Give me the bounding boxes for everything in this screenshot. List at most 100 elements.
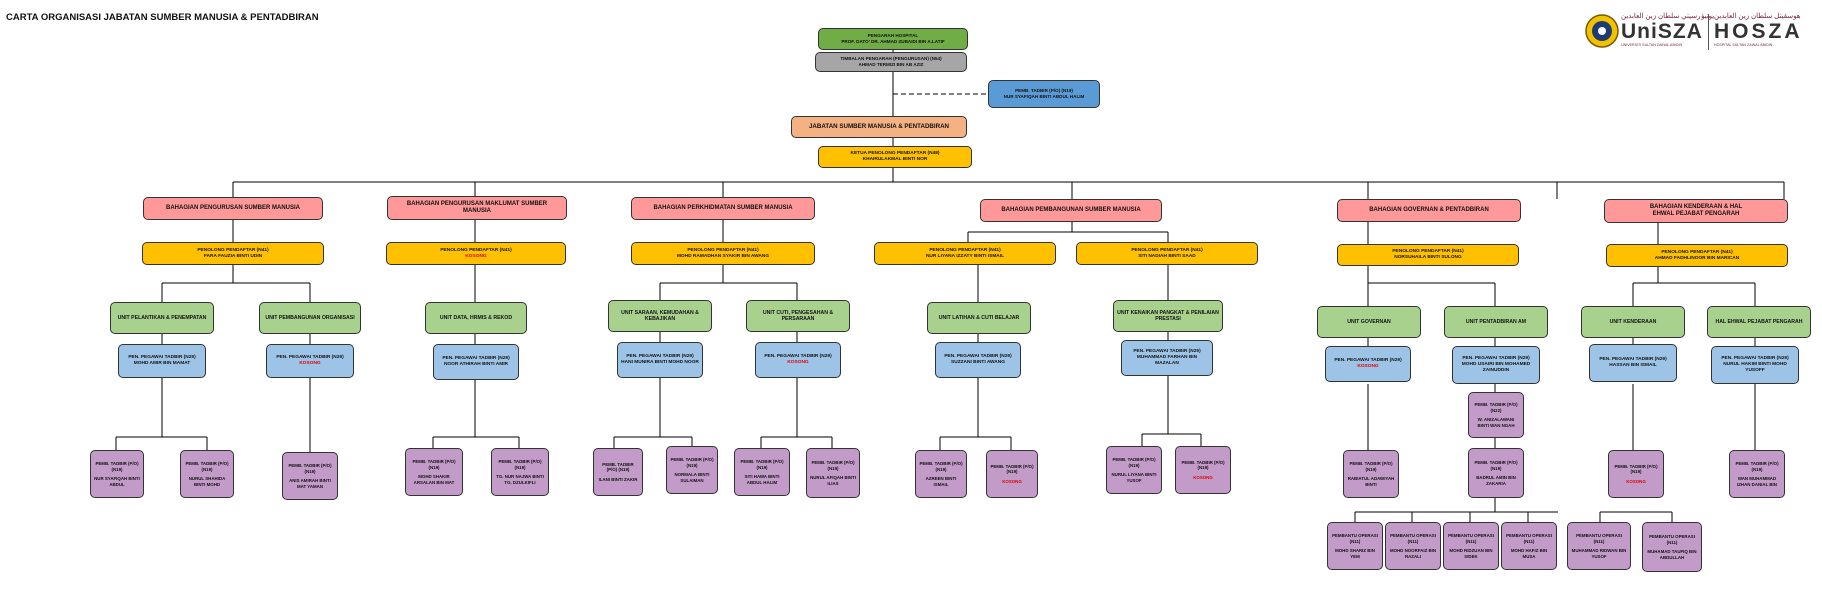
- unit-box: UNIT PEMBANGUNAN ORGANISASI: [259, 302, 361, 334]
- operator-role: PEMBANTU OPERASI (N11): [1332, 533, 1378, 544]
- pt-role: PEN. PEGAWAI TADBIR (N29): [1334, 358, 1402, 364]
- operator-role: PEMBANTU OPERASI (N11): [1506, 533, 1552, 544]
- unit-name: UNIT CUTI, PENGESAHAN & PERSARAAN: [762, 309, 834, 323]
- officer-name: SITI NADIAH BINTI SAAD: [1138, 253, 1196, 259]
- pt-box: PEN. PEGAWAI TADBIR (N29) MOHD AMIR BIN …: [118, 344, 206, 378]
- staff-box: PEMB. TADBIR (P/O) (N19) NUR SYAFIQAH BI…: [90, 450, 144, 498]
- staff-role: PEMB. TADBIR (P/O) (N19): [602, 461, 634, 473]
- pt-role: PEN. PEGAWAI TADBIR (N29): [442, 356, 510, 362]
- unit-name: HAL EHWAL PEJABAT PENGARAH: [1715, 318, 1803, 325]
- staff-role: PEMB. TADBIR (P/O) (N19): [288, 463, 332, 474]
- pt-name-vacant: KOSONG: [787, 360, 809, 365]
- staff-box: PEMB. TADBIR (P/O) (N19) RABIATUL ADAWIY…: [1343, 450, 1399, 498]
- staff-box: PEMB. TADBIR (P/O) (N19) KOSONG: [1608, 450, 1664, 498]
- staff-box: PEMB. TADBIR (P/O) (N19) SITI HAWA BINTI…: [734, 448, 790, 496]
- operator-box: PEMBANTU OPERASI (N11) MOHD SHARIZ BIN Y…: [1327, 522, 1383, 570]
- staff-box: PEMB. TADBIR (P/O) (N19) ANIS AMIRAH BIN…: [282, 452, 338, 500]
- officer-role: PENOLONG PENDAFTAR (N41): [1661, 249, 1733, 255]
- officer-name: FARA FAUZIA BINTI UDIN: [203, 253, 263, 259]
- unit-box: UNIT SARAAN, KEMUDAHAN & KEBAJIKAN: [608, 300, 712, 332]
- division-name: BAHAGIAN PEMBANGUNAN SUMBER MANUSIA: [1001, 206, 1141, 213]
- pt-role: PEN. PEGAWAI TADBIR (N29): [1721, 356, 1789, 362]
- staff-box: PEMB. TADBIR (P/O) (N22) W. ANIZALAWANI …: [1468, 392, 1524, 438]
- pt-name: NOOR ATHIRAH BINTI AMIR: [443, 362, 509, 367]
- officer-box: PENOLONG PENDAFTAR (N41) NORSUHAILA BINT…: [1337, 244, 1519, 266]
- staff-role: PEMB. TADBIR (P/O) (N19): [1735, 461, 1779, 472]
- director-role: PENGARAH HOSPITAL: [867, 33, 919, 39]
- operator-box: PEMBANTU OPERASI (N11) MUHAMMAD RIDWAN B…: [1567, 522, 1631, 570]
- division-box: BAHAGIAN KENDERAAN & HAL EHWAL PEJABAT P…: [1604, 199, 1788, 223]
- staff-name: NURUL AFIQAH BINTI ILIAS: [810, 475, 856, 486]
- staff-box: PEMB. TADBIR (P/O) (N19) ILANI BINTI ZAK…: [593, 448, 643, 496]
- officer-name: NUR LIYANA IZZATY BINTI ISMAIL: [925, 253, 1005, 259]
- operator-box: PEMBANTU OPERASI (N11) MOHD RIDZUAN BIN …: [1443, 522, 1499, 570]
- pt-name-vacant: KOSONG: [1357, 364, 1379, 369]
- division-box: BAHAGIAN GOVERNAN & PENTADBIRAN: [1337, 199, 1521, 222]
- staff-name: SITI HAWA BINTI ABDUL HALIM: [744, 474, 780, 485]
- unit-box: UNIT KENAIKAN PANGKAT & PENILAIAN PRESTA…: [1113, 300, 1223, 332]
- staff-box: PEMB. TADBIR (P/O) (N19) MOHD SHAKIR ARS…: [405, 448, 463, 496]
- officer-box: PENOLONG PENDAFTAR (N41) NUR LIYANA IZZA…: [874, 242, 1056, 265]
- staff-role: PEMB. TADBIR (P/O) (N19): [95, 461, 139, 472]
- deputy-name: AHMAD TERMIZI BIN AB AZIZ: [858, 62, 924, 67]
- pt-role: PEN. PEGAWAI TADBIR (N29): [1462, 356, 1530, 362]
- staff-name: WAN MUHAMMAD IZHAN DANIAL BIN: [1737, 476, 1777, 487]
- operator-role: PEMBANTU OPERASI (N11): [1576, 533, 1622, 544]
- pt-name: HASSAN BIN ISMAIL: [1609, 363, 1657, 368]
- staff-role: PEMB. TADBIR (P/O) (N19): [412, 459, 456, 470]
- staff-name: RABIATUL ADAWIYAH BINTI: [1347, 476, 1395, 487]
- pt-name: SUZZANI BINTI AWANG: [951, 360, 1005, 365]
- unisza-arabic: يونيۏرسيتي سلطان زين العابدين: [1621, 13, 1715, 20]
- staff-name: ANIS AMIRAH BINTI MAT YAMAN: [289, 478, 331, 489]
- unisza-crest-icon: [1585, 14, 1619, 48]
- operator-name: MOHD SHARIZ BIN YEM: [1335, 548, 1375, 559]
- operator-name: MUHAMAD TAUFIQ BIN ABDULLAH: [1647, 549, 1697, 560]
- unit-box: UNIT GOVERNAN: [1317, 306, 1421, 338]
- officer-name: AHMAD FADHLINOOR BIN MARICAN: [1654, 255, 1740, 261]
- unit-name: UNIT KENAIKAN PANGKAT & PENILAIAN PRESTA…: [1117, 309, 1219, 323]
- officer-box: PENOLONG PENDAFTAR (N41) SITI NADIAH BIN…: [1076, 242, 1258, 265]
- hosza-arabic: هوسڤيتل سلطان زين العابدين: [1714, 13, 1801, 20]
- unisza-logo: يونيۏرسيتي سلطان زين العابدين UniSZA UNI…: [1585, 12, 1714, 52]
- pt-name: MOHD AMIR BIN MAMAT: [133, 361, 191, 366]
- division-box: BAHAGIAN PERKHIDMATAN SUMBER MANUSIA: [631, 197, 815, 220]
- staff-name: NUR SYAFIQAH BINTI ABDUL: [94, 476, 140, 487]
- division-name: BAHAGIAN PENGURUSAN SUMBER MANUSIA: [165, 204, 300, 211]
- pt-name: NURUL HAKIM BINTI MOHD YUSOFF: [1723, 362, 1787, 373]
- operator-role: PEMBANTU OPERASI (N11): [1448, 533, 1494, 544]
- director-box: PENGARAH HOSPITAL PROF. DATO' DR. AHMAD …: [818, 28, 968, 50]
- staff-role: PEMB. TADBIR (P/O) (N19): [1112, 457, 1156, 468]
- staff-box: PEMB. TADBIR (P/O) (N19) NURUL SHAHIDA B…: [180, 450, 234, 498]
- pt-role: PEN. PEGAWAI TADBIR (N29): [764, 354, 832, 360]
- unisza-subtitle: UNIVERSITI SULTAN ZAINAL ABIDIN: [1621, 43, 1683, 47]
- pt-name: MOHD USAIRI BIN MOHAMED ZAINUDDIN: [1461, 362, 1531, 373]
- pt-box: PEN. PEGAWAI TADBIR (N29) NOOR ATHIRAH B…: [433, 344, 519, 380]
- unit-name: UNIT PEMBANGUNAN ORGANISASI: [265, 314, 355, 321]
- unit-name: UNIT LATIHAN & CUTI BELAJAR: [938, 314, 1020, 321]
- staff-box: PEMB. TADBIR (P/O) (N19) NURUL LIYANA BI…: [1106, 446, 1162, 494]
- department-name: JABATAN SUMBER MANUSIA & PENTADBIRAN: [808, 123, 950, 131]
- officer-box: PENOLONG PENDAFTAR (N41) KOSONG: [386, 242, 566, 265]
- unit-box: UNIT PENTADBIRAN AM: [1444, 306, 1548, 338]
- division-box: BAHAGIAN PEMBANGUNAN SUMBER MANUSIA: [980, 199, 1162, 222]
- unit-name: UNIT PENTADBIRAN AM: [1465, 318, 1527, 325]
- department-box: JABATAN SUMBER MANUSIA & PENTADBIRAN: [791, 116, 967, 138]
- staff-box: PEMB. TADBIR (P/O) (N19) WAN MUHAMMAD IZ…: [1729, 450, 1785, 498]
- operator-name: MOHD HAFIZ BIN MUSA: [1510, 548, 1548, 559]
- staff-role: PEMB. TADBIR (P/O) (N19): [811, 460, 855, 471]
- unit-box: UNIT KENDERAAN: [1581, 306, 1685, 338]
- staff-role: PEMB. TADBIR (P/O) (N19): [740, 459, 784, 470]
- officer-role: PENOLONG PENDAFTAR (N41): [1131, 247, 1203, 253]
- officer-role: PENOLONG PENDAFTAR (N41): [1392, 249, 1464, 255]
- staff-name-vacant: KOSONG: [1002, 478, 1022, 484]
- division-name: BAHAGIAN GOVERNAN & PENTADBIRAN: [1369, 206, 1489, 213]
- staff-box: PEMB. TADBIR (P/O) (N19) NORMALA BINTI S…: [666, 446, 718, 494]
- officer-box: PENOLONG PENDAFTAR (N41) AHMAD FADHLINOO…: [1606, 244, 1788, 267]
- staff-name: NURUL SHAHIDA BINTI MOHD: [188, 476, 226, 487]
- staff-name: NORMALA BINTI SULAIMAN: [674, 472, 710, 483]
- division-box: BAHAGIAN PENGURUSAN SUMBER MANUSIA: [143, 197, 323, 220]
- pt-role: PEN. PEGAWAI TADBIR (N29): [128, 355, 196, 361]
- unit-box: UNIT DATA, HRMIS & REKOD: [425, 302, 527, 334]
- staff-box: PEMB. TADBIR (P/O) (N19) KOSONG: [986, 450, 1038, 498]
